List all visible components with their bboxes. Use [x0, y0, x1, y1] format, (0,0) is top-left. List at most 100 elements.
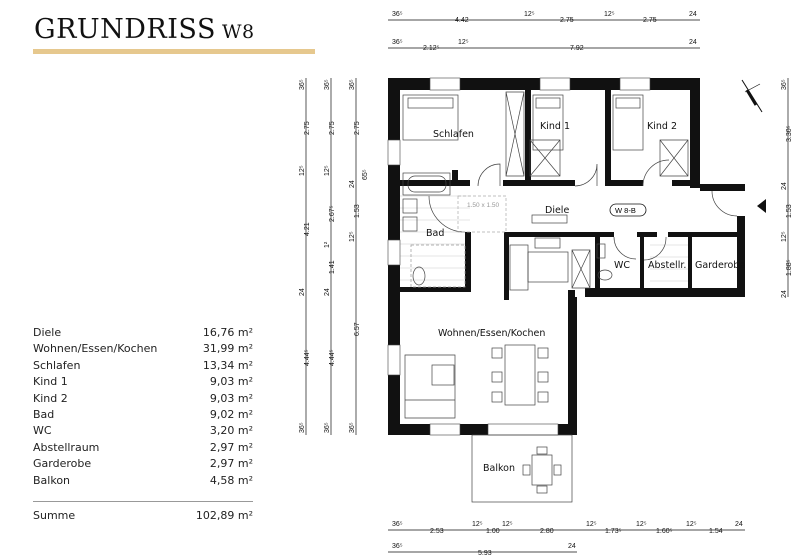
- room-label-balkon: Balkon: [483, 463, 515, 474]
- room-area: 9,02 m²: [209, 407, 253, 421]
- dim-label: 2.75: [304, 121, 311, 135]
- room-name: Bad: [33, 407, 55, 421]
- dim-label: 36⁵: [324, 422, 331, 433]
- balcony-outline: [471, 434, 573, 503]
- dim-label: 5.93: [478, 550, 492, 557]
- dim-label: 12⁵: [636, 521, 647, 528]
- dim-label: 65⁵: [362, 169, 369, 180]
- dim-label: 2.75: [643, 17, 657, 24]
- title-underline: [33, 49, 315, 54]
- bathtub: [402, 172, 451, 196]
- dim-label: 24: [349, 180, 356, 188]
- room-area: 3,20 m²: [209, 424, 253, 438]
- total-label: Summe: [33, 508, 76, 522]
- room-label-kind2: Kind 2: [647, 121, 677, 132]
- dim-label: 24: [735, 521, 743, 528]
- dim-label: 12⁵: [349, 231, 356, 242]
- dim-label: 12⁵: [324, 165, 331, 176]
- dim-label: 24: [568, 543, 576, 550]
- dim-label: 12⁵: [458, 39, 469, 46]
- area-row: WC 3,20 m²: [33, 423, 253, 439]
- room-label-schlafen: Schlafen: [433, 129, 474, 140]
- dim-label: 24: [781, 290, 788, 298]
- dim-label: 4.44⁵: [329, 349, 336, 366]
- room-name: Kind 1: [33, 375, 68, 389]
- dim-label: 12⁵: [524, 11, 535, 18]
- dim-label: 12⁵: [472, 521, 483, 528]
- dim-label: 36⁵: [349, 79, 356, 90]
- dim-label: 1.60⁵: [656, 528, 673, 535]
- dim-label: 24: [324, 288, 331, 296]
- room-name: WC: [33, 424, 52, 438]
- dim-label: 36⁵: [392, 11, 403, 18]
- dim-label: 36⁵: [781, 79, 788, 90]
- dim-label: 6.57: [354, 322, 361, 336]
- dim-label: 1.00: [486, 528, 500, 535]
- dim-label: 36⁵: [392, 543, 403, 550]
- dim-label: 36⁵: [299, 422, 306, 433]
- entrance-arrow-icon: [757, 199, 766, 213]
- room-label-abstellraum: Abstellr.: [648, 260, 686, 271]
- dim-label: 1.73⁵: [605, 528, 622, 535]
- area-row: Kind 1 9,03 m²: [33, 374, 253, 390]
- room-area: 13,34 m²: [202, 358, 253, 372]
- room-area: 9,03 m²: [209, 391, 253, 405]
- dim-label: 12⁵: [686, 521, 697, 528]
- room-area: 16,76 m²: [202, 326, 253, 339]
- dim-label: 4.44⁵: [304, 349, 311, 366]
- room-label-wohnen: Wohnen/Essen/Kochen: [438, 328, 545, 339]
- door-swings: [402, 91, 738, 503]
- dim-label: 2.80: [540, 528, 554, 535]
- dim-label: 24: [689, 39, 697, 46]
- room-label-bad: Bad: [426, 228, 444, 239]
- dim-label: 7.92: [570, 45, 584, 52]
- room-name: Kind 2: [33, 391, 68, 405]
- north-arrow-icon: [741, 79, 763, 113]
- area-row: Bad 9,02 m²: [33, 407, 253, 423]
- total-area: 102,89 m²: [195, 508, 253, 522]
- area-row: Kind 2 9,03 m²: [33, 391, 253, 407]
- title-main: GRUNDRISS: [34, 14, 216, 45]
- dimension-labels: 36⁵ 4.42 12⁵ 2.75 12⁵ 2.75 24 36⁵ 2.12⁵ …: [299, 11, 793, 557]
- room-name: Abstellraum: [33, 440, 100, 454]
- room-name: Diele: [33, 326, 62, 339]
- room-label-garderobe: Garderobe: [695, 260, 745, 271]
- divider: [33, 500, 253, 502]
- room-name: Schlafen: [33, 358, 81, 372]
- dim-label: 36⁵: [392, 39, 403, 46]
- area-row: Abstellraum 2,97 m²: [33, 440, 253, 456]
- unit-tag: [609, 203, 647, 217]
- dim-label: 12⁵: [299, 165, 306, 176]
- room-name: Balkon: [33, 473, 71, 487]
- dim-label: 2.75: [354, 121, 361, 135]
- dim-label: 12⁵: [604, 11, 615, 18]
- walls: [387, 77, 745, 436]
- room-label-kind1: Kind 1: [540, 121, 570, 132]
- dim-label: 36⁵: [349, 422, 356, 433]
- area-row: Diele 16,76 m²: [33, 325, 253, 341]
- room-area: 2,97 m²: [209, 457, 253, 471]
- room-label-wc: WC: [614, 260, 630, 271]
- dim-label: 2.67⁵: [329, 205, 336, 222]
- dim-label: 2.53: [430, 528, 444, 535]
- dim-label: 4.42: [455, 17, 469, 24]
- dim-label: 12⁵: [781, 231, 788, 242]
- dim-label: 24: [299, 288, 306, 296]
- unit-tag-label: W 8-B: [615, 206, 636, 215]
- room-area: 9,03 m²: [209, 375, 253, 389]
- dim-label: 1.53: [786, 204, 793, 218]
- dim-label: 4.21: [304, 222, 311, 236]
- dim-label: 2.12⁵: [423, 45, 440, 52]
- dim-label: 2.75: [560, 17, 574, 24]
- dim-label: 24: [689, 11, 697, 18]
- dim-label: 24: [781, 182, 788, 190]
- room-area: 2,97 m²: [209, 440, 253, 454]
- dim-label: 1.88⁵: [786, 259, 793, 276]
- dim-label: 3.30⁵: [786, 125, 793, 142]
